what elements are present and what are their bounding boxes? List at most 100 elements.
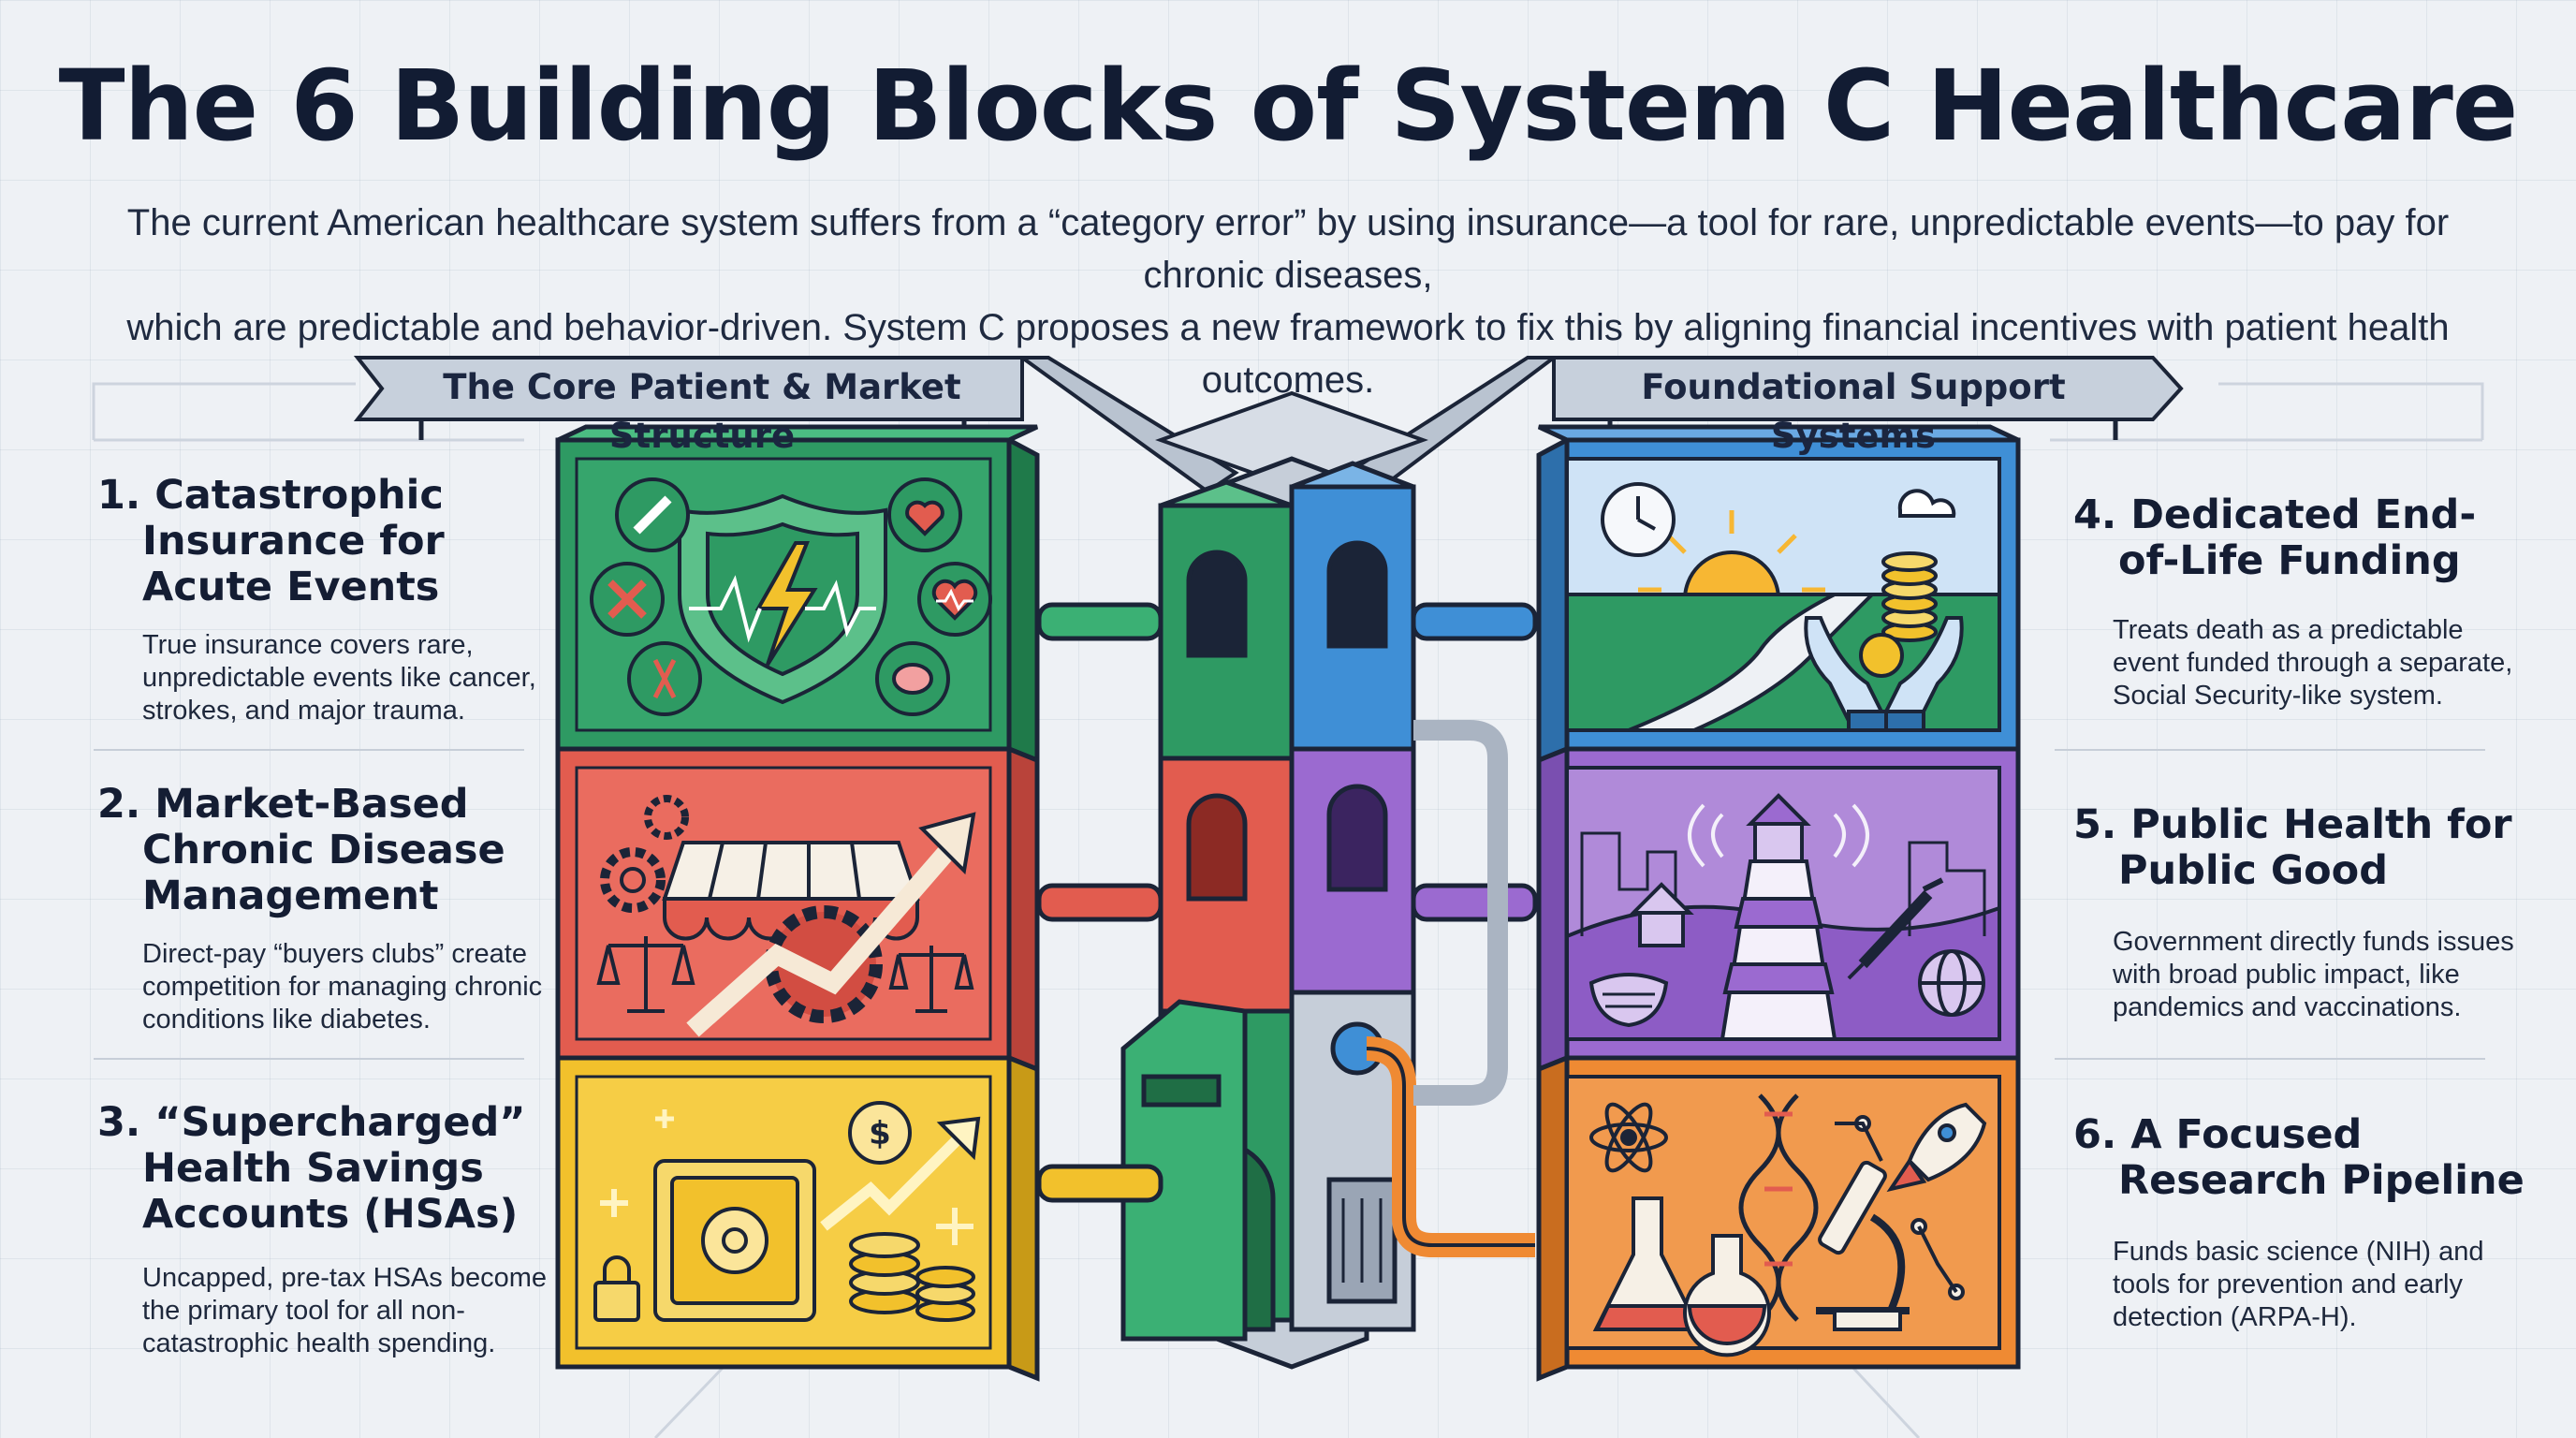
block1-icons (590, 477, 992, 716)
block-1-title-line-1: 1. Catastrophic (97, 472, 444, 519)
atom-icon (1589, 1102, 1668, 1173)
divider (2055, 1058, 2485, 1060)
heart-icon (887, 477, 962, 552)
block6-scene (1565, 1075, 2001, 1357)
block5-scene (1565, 766, 2001, 1041)
banner-support-systems: Foundational Support Systems (1641, 367, 2066, 456)
divider (2055, 749, 2485, 751)
block-5-description: Government directly funds issues with br… (2073, 926, 2514, 1024)
dna-icon (1738, 1093, 1819, 1322)
syringe-icon (1847, 877, 1944, 980)
block-1-text: 1. Catastrophic Insurance for Acute Even… (97, 473, 536, 727)
block-3-title-line-2: Health Savings (142, 1145, 484, 1192)
block-5-desc-line-3: pandemics and vaccinations. (2113, 992, 2462, 1022)
page-title: The 6 Building Blocks of System C Health… (58, 49, 2519, 163)
block-5-title-line-1: 5. Public Health for (2073, 801, 2512, 848)
microscope-icon (1816, 1160, 1910, 1331)
block-3-desc-line-1: Uncapped, pre-tax HSAs become (142, 1263, 547, 1293)
block-3-title-line-3: Accounts (HSAs) (142, 1191, 519, 1238)
mask-icon (1588, 973, 1669, 1028)
block-2-text: 2. Market-Based Chronic Disease Manageme… (97, 782, 542, 1036)
heart-pulse-icon (917, 562, 992, 637)
block-1-desc-line-3: strokes, and major trauma. (142, 696, 465, 726)
block-6-desc-line-3: detection (ARPA-H). (2113, 1302, 2357, 1332)
network-icon (1835, 1115, 1965, 1300)
block-4-text: 4. Dedicated End- of-Life Funding Treats… (2073, 492, 2512, 712)
block-6-desc-line-1: Funds basic science (NIH) and (2113, 1237, 2484, 1267)
arrow-up-icon (820, 1116, 981, 1231)
globe-icon (1918, 949, 1985, 1017)
block-1-title: 1. Catastrophic Insurance for Acute Even… (97, 473, 536, 610)
block-6-desc-line-2: tools for prevention and early (2113, 1269, 2463, 1299)
block-3-title: 3. “Supercharged” Health Savings Account… (97, 1100, 547, 1238)
block-2-title-line-2: Chronic Disease (142, 827, 505, 873)
block-6-title-line-1: 6. A Focused (2073, 1111, 2363, 1158)
block-6-title-line-2: Research Pipeline (2118, 1157, 2525, 1204)
coin-stack-icon (1859, 551, 1938, 678)
banner-core-structure: The Core Patient & Market Structure (443, 367, 961, 456)
left-banner (353, 356, 1024, 440)
block-2-desc-line-1: Direct-pay “buyers clubs” create (142, 939, 527, 969)
subtitle-line-1: The current American healthcare system s… (126, 202, 2450, 296)
gear-icon (765, 905, 883, 1023)
block3-icons: $ (593, 1101, 981, 1322)
scales-icon (596, 936, 695, 1013)
flask-icon (1592, 1196, 1704, 1331)
block-2-title: 2. Market-Based Chronic Disease Manageme… (97, 782, 542, 919)
block-6-title: 6. A Focused Research Pipeline (2073, 1112, 2525, 1204)
central-tower (1120, 456, 1416, 1370)
brain-icon (875, 641, 950, 716)
hands-icon (1804, 616, 1964, 732)
block-2-desc-line-2: competition for managing chronic (142, 972, 543, 1002)
block-6-text: 6. A Focused Research Pipeline Funds bas… (2073, 1112, 2525, 1334)
padlock-icon (593, 1255, 640, 1322)
block-6-description: Funds basic science (NIH) and tools for … (2073, 1236, 2525, 1334)
block-3-description: Uncapped, pre-tax HSAs become the primar… (97, 1262, 547, 1360)
block-4-description: Treats death as a predictable event fund… (2073, 614, 2512, 712)
block-2-description: Direct-pay “buyers clubs” create competi… (97, 938, 542, 1036)
block-3-desc-line-3: catastrophic health spending. (142, 1328, 496, 1358)
bone-icon (615, 477, 690, 552)
shield-lightning-icon (678, 493, 887, 705)
block2-icons (596, 795, 976, 1037)
block-3-desc-line-2: the primary tool for all non- (142, 1296, 465, 1326)
block-2-desc-line-3: conditions like diabetes. (142, 1005, 431, 1034)
block-3-title-line-1: 3. “Supercharged” (97, 1099, 526, 1146)
divider (94, 749, 524, 751)
block-4-desc-line-3: Social Security-like system. (2113, 681, 2443, 711)
block-1-desc-line-2: unpredictable events like cancer, (142, 663, 536, 693)
divider (94, 1058, 524, 1060)
block-5-title-line-2: Public Good (2118, 847, 2389, 894)
arrow-up-icon (686, 812, 976, 1037)
clock-icon (1601, 482, 1676, 557)
block-1-title-line-3: Acute Events (142, 564, 440, 610)
plus-icon (936, 1208, 973, 1245)
scales-icon (888, 946, 974, 1013)
right-banner (1552, 356, 2184, 440)
dollar-coin-icon: $ (848, 1101, 912, 1165)
block-1-description: True insurance covers rare, unpredictabl… (97, 629, 536, 727)
cancel-icon (590, 562, 665, 637)
plus-icon (655, 1109, 674, 1128)
safe-icon (653, 1159, 816, 1322)
plus-icon (600, 1189, 628, 1217)
block-2-title-line-1: 2. Market-Based (97, 781, 469, 828)
page-subtitle: The current American healthcare system s… (84, 197, 2492, 406)
rocket-icon (1886, 1102, 1987, 1193)
dna-icon (627, 641, 702, 716)
flask-icon (1683, 1234, 1771, 1357)
block-4-desc-line-2: event funded through a separate, (2113, 648, 2513, 678)
block-4-desc-line-1: Treats death as a predictable (2113, 615, 2464, 645)
block-3-text: 3. “Supercharged” Health Savings Account… (97, 1100, 547, 1360)
block-5-title: 5. Public Health for Public Good (2073, 802, 2514, 894)
house-icon (1629, 882, 1694, 947)
block-2-title-line-3: Management (142, 873, 439, 919)
subtitle-line-2: which are predictable and behavior-drive… (126, 307, 2450, 401)
block-4-title: 4. Dedicated End- of-Life Funding (2073, 492, 2512, 584)
gear-icon (600, 795, 689, 913)
block-5-desc-line-1: Government directly funds issues (2113, 927, 2514, 957)
block-1-desc-line-1: True insurance covers rare, (142, 630, 474, 660)
block4-scene (1565, 457, 2001, 732)
lighthouse-icon (1688, 793, 1869, 1041)
